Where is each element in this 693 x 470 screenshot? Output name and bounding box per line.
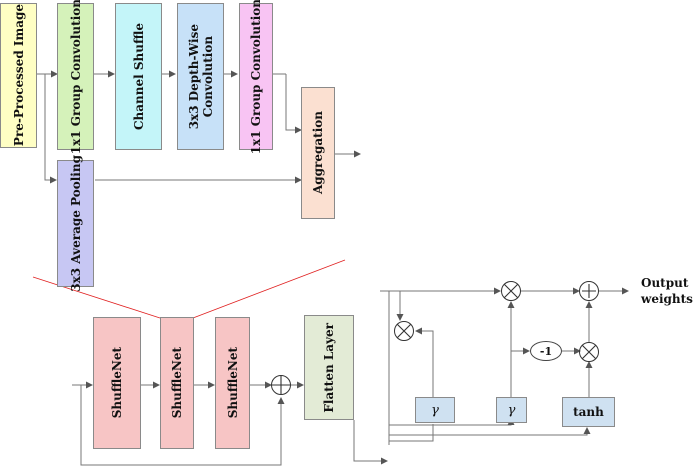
- mult-operator-left: [394, 321, 414, 341]
- pre-processed-image-box: Pre-Processed Image: [0, 3, 37, 148]
- group-conv-1-label: 1x1 Group Convolution: [68, 0, 83, 155]
- wire-gamma-1-to-mult-1: [415, 327, 434, 397]
- tanh-label: tanh: [573, 405, 604, 419]
- shufflenet-3-label: ShuffleNet: [225, 347, 240, 419]
- gamma-1-box: γ: [415, 397, 455, 423]
- tanh-box: tanh: [562, 397, 615, 427]
- zoom-line-left: [32, 276, 161, 319]
- aggregation-box: Aggregation: [301, 87, 335, 219]
- pre-processed-image-label: Pre-Processed Image: [11, 4, 26, 147]
- zoom-line-right: [192, 259, 346, 319]
- group-conv-1-box: 1x1 Group Convolution: [57, 0, 94, 154]
- aggregation-label: Aggregation: [311, 111, 325, 195]
- wire-bus-to-gamma-1: [389, 424, 434, 442]
- group-conv-2-box: 1x1 Group Convolution: [239, 0, 273, 154]
- wire-skip-bottom: [80, 385, 285, 466]
- channel-shuffle-label: Channel Shuffle: [131, 22, 146, 131]
- shufflenet-2-label: ShuffleNet: [170, 347, 184, 419]
- gamma-2-label: γ: [507, 402, 516, 418]
- group-conv-2-label: 1x1 Group Convolution: [249, 0, 263, 155]
- avg-pooling-label: 3x3 Average Pooling: [68, 155, 83, 292]
- shufflenet-2-box: ShuffleNet: [160, 317, 194, 449]
- sum-operator-bottom: [271, 375, 291, 395]
- flatten-layer-box: Flatten Layer: [304, 315, 354, 420]
- sum-operator-gate: [579, 281, 599, 301]
- wire-gc2-to-aggregation: [285, 74, 302, 134]
- shufflenet-1-box: ShuffleNet: [93, 317, 141, 449]
- gamma-1-label: γ: [431, 402, 439, 418]
- gamma-2-box: γ: [496, 397, 527, 423]
- mult-operator-right: [579, 342, 599, 362]
- avg-pooling-box: 3x3 Average Pooling: [57, 155, 94, 292]
- wire-flatten-to-gate: [353, 420, 388, 465]
- channel-shuffle-box: Channel Shuffle: [115, 3, 162, 150]
- shufflenet-1-label: ShuffleNet: [110, 347, 124, 419]
- mult-operator-top: [501, 281, 521, 301]
- wire-bus-to-tanh: [389, 427, 591, 436]
- minus-one-node: -1: [530, 341, 562, 361]
- shufflenet-3-box: ShuffleNet: [215, 317, 250, 449]
- minus-one-label: -1: [539, 344, 553, 358]
- flatten-layer-label: Flatten Layer: [322, 322, 336, 413]
- wire-split-down: [44, 74, 57, 184]
